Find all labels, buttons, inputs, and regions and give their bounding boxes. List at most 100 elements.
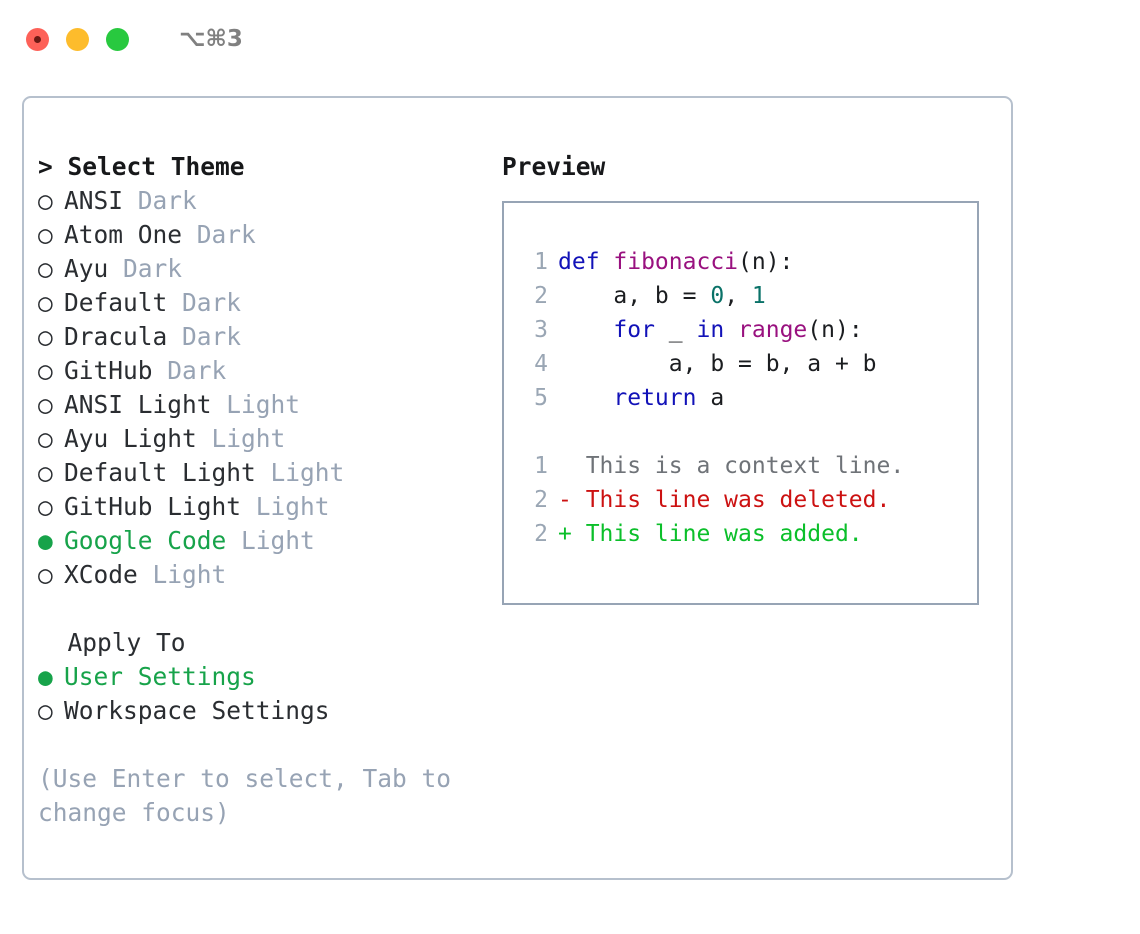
- apply-to-option-name: Workspace Settings: [64, 696, 330, 725]
- apply-to-option-user-settings[interactable]: ● User Settings: [38, 660, 478, 694]
- code-token: 1: [751, 283, 766, 309]
- theme-option-variant: Light: [241, 526, 315, 555]
- theme-option-ansi-light[interactable]: ○ANSI Light Light: [38, 388, 478, 422]
- apply-to-option-list: ● User Settings ○ Workspace Settings: [38, 660, 478, 728]
- theme-option-name: Ayu: [64, 254, 109, 283]
- code-token: a, b =: [558, 283, 711, 309]
- theme-option-ayu-light[interactable]: ○Ayu Light Light: [38, 422, 478, 456]
- line-number: 5: [534, 385, 548, 411]
- maximize-window-button[interactable]: [106, 27, 129, 51]
- code-line: 5 return a: [522, 381, 977, 415]
- theme-option-list: ○ANSI Dark○Atom One Dark○Ayu Dark○Defaul…: [38, 184, 478, 592]
- theme-option-variant: Light: [255, 492, 330, 521]
- theme-option-xcode[interactable]: ○ XCode Light: [38, 558, 478, 592]
- theme-option-github-light[interactable]: ○ GitHub Light Light: [38, 490, 478, 524]
- list-spacer: [38, 592, 478, 626]
- dialog-panel: > Select Theme ○ANSI Dark○Atom One Dark○…: [22, 96, 1013, 880]
- theme-option-variant: Dark: [167, 356, 227, 385]
- apply-to-option-workspace-settings[interactable]: ○ Workspace Settings: [38, 694, 478, 728]
- code-line: 1 def fibonacci(n):: [522, 245, 977, 279]
- code-token: + This line was added.: [558, 521, 863, 547]
- radio-selected-icon: ●: [38, 662, 53, 691]
- code-line: 3 for _ in range(n):: [522, 313, 977, 347]
- code-line: 2 a, b = 0, 1: [522, 279, 977, 313]
- theme-option-variant: Light: [270, 458, 345, 487]
- theme-option-default-light[interactable]: ○Default Light Light: [38, 456, 478, 490]
- code-token: in: [696, 317, 725, 343]
- theme-option-name: XCode: [64, 560, 138, 589]
- theme-option-default[interactable]: ○Default Dark: [38, 286, 478, 320]
- theme-option-name: Ayu Light: [64, 424, 197, 453]
- theme-option-variant: Dark: [123, 254, 183, 283]
- theme-option-ansi[interactable]: ○ ANSI Dark: [38, 184, 478, 218]
- theme-option-ayu[interactable]: ○ Ayu Dark: [38, 252, 478, 286]
- code-token: fibonacci: [613, 249, 739, 275]
- theme-selector-column: > Select Theme ○ANSI Dark○Atom One Dark○…: [38, 150, 478, 830]
- code-token: [724, 317, 738, 343]
- preview-heading: Preview: [502, 152, 606, 181]
- theme-option-atom-one[interactable]: ○Atom One Dark: [38, 218, 478, 252]
- line-number: 1: [534, 453, 548, 479]
- close-window-button[interactable]: [26, 27, 49, 51]
- code-diff-gap: [522, 415, 977, 449]
- traffic-light-controls: [26, 27, 129, 51]
- diff-line: 2 - This line was deleted.: [522, 483, 977, 517]
- diff-line: 2 + This line was added.: [522, 517, 977, 551]
- theme-option-variant: Light: [152, 560, 227, 589]
- radio-unselected-icon: ○: [38, 696, 53, 725]
- line-number: 4: [534, 351, 548, 377]
- theme-option-github[interactable]: ○ GitHub Dark: [38, 354, 478, 388]
- theme-option-google-code[interactable]: ●Google Code Light: [38, 524, 478, 558]
- title-bar: ⌥⌘3: [0, 0, 1140, 78]
- line-number: 1: [534, 249, 548, 275]
- theme-option-variant: Dark: [137, 186, 197, 215]
- code-token: (n):: [807, 317, 863, 343]
- code-token: def: [558, 249, 614, 275]
- theme-option-dracula[interactable]: ○Dracula Dark: [38, 320, 478, 354]
- diff-line: 1 This is a context line.: [522, 449, 977, 483]
- radio-unselected-icon: ○: [38, 186, 53, 215]
- theme-option-variant: Dark: [196, 220, 256, 249]
- apply-to-heading: Apply To: [38, 628, 186, 657]
- radio-unselected-icon: ○: [38, 322, 53, 351]
- code-token: (n):: [738, 249, 794, 275]
- theme-option-variant: Dark: [182, 322, 242, 351]
- code-token: range: [738, 317, 808, 343]
- code-token: 0: [710, 283, 725, 309]
- code-token: This is a context line.: [558, 453, 905, 479]
- theme-option-name: GitHub: [64, 356, 153, 385]
- line-number: 2: [534, 487, 548, 513]
- select-theme-heading: > Select Theme: [38, 152, 245, 181]
- code-token: _: [654, 317, 697, 343]
- code-token: ,: [724, 283, 752, 309]
- radio-unselected-icon: ○: [38, 560, 53, 589]
- theme-option-name: Google Code: [64, 526, 227, 555]
- theme-option-name: ANSI: [64, 186, 124, 215]
- theme-option-name: Atom One: [64, 220, 183, 249]
- code-token: [558, 317, 613, 343]
- radio-unselected-icon: ○: [38, 288, 53, 317]
- line-number: 2: [534, 283, 548, 309]
- radio-unselected-icon: ○: [38, 492, 53, 521]
- diff-sample: 1 This is a context line. 2 - This line wa…: [522, 449, 977, 551]
- theme-option-variant: Dark: [182, 288, 242, 317]
- keyboard-shortcut-label: ⌥⌘3: [179, 26, 243, 52]
- theme-option-name: GitHub Light: [64, 492, 242, 521]
- radio-unselected-icon: ○: [38, 424, 53, 453]
- code-token: - This line was deleted.: [558, 487, 891, 513]
- line-number: 3: [534, 317, 548, 343]
- radio-unselected-icon: ○: [38, 390, 53, 419]
- line-number: 2: [534, 521, 548, 547]
- keyboard-hint-text: (Use Enter to select, Tab to change focu…: [38, 764, 452, 827]
- code-token: a: [696, 385, 725, 411]
- apply-to-option-name: User Settings: [64, 662, 256, 691]
- theme-option-name: Default Light: [64, 458, 256, 487]
- code-token: [558, 385, 613, 411]
- radio-unselected-icon: ○: [38, 356, 53, 385]
- radio-unselected-icon: ○: [38, 254, 53, 283]
- minimize-window-button[interactable]: [66, 27, 89, 51]
- theme-option-name: ANSI Light: [64, 390, 212, 419]
